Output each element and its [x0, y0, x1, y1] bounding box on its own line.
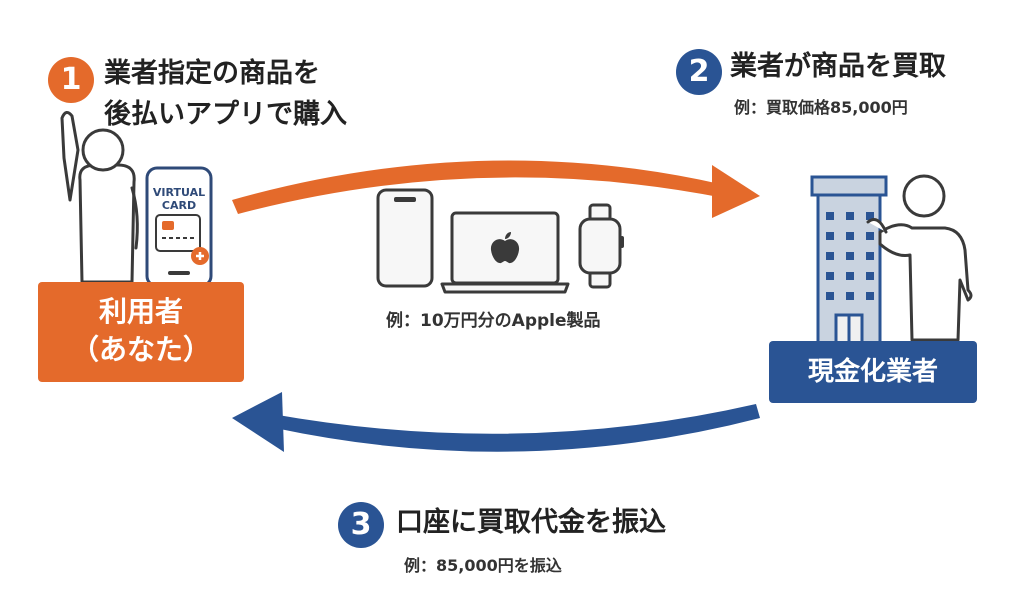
step-3-badge: 3 [338, 502, 384, 548]
payment-flow-arrow [232, 392, 760, 452]
apple-logo-icon [490, 232, 520, 264]
iphone-icon [376, 188, 434, 288]
dealer-person-icon [866, 174, 973, 342]
building-icon [810, 175, 888, 345]
apple-watch-icon [578, 203, 624, 289]
step-2-title: 業者が商品を買取 [730, 51, 946, 82]
smartphone-icon [145, 166, 213, 288]
virtual-card-label: VIRTUAL CARD [147, 186, 211, 212]
step-1-title-line1: 業者指定の商品を [104, 58, 320, 89]
user-label: 利用者 [98, 295, 183, 328]
step-1-badge: 1 [48, 57, 94, 103]
step-2-badge: 2 [676, 49, 722, 95]
products-note: 例：10万円分のApple製品 [386, 311, 601, 331]
dealer-label: 現金化業者 [807, 357, 938, 387]
purchase-flow-arrow [232, 160, 760, 218]
virtual-card-line2: CARD [161, 199, 197, 212]
macbook-icon [440, 211, 570, 294]
dealer-box: 現金化業者 [769, 341, 977, 403]
virtual-card-line1: VIRTUAL [152, 186, 206, 199]
step-3-note: 例：85,000円を振込 [404, 556, 562, 575]
user-person-icon [60, 111, 139, 292]
user-box: 利用者 （あなた） [38, 282, 244, 382]
step-3-title: 口座に買取代金を振込 [396, 507, 666, 538]
step-2-note: 例：買取価格85,000円 [734, 98, 908, 117]
user-sublabel: （あなた） [70, 333, 211, 366]
step-1-title-line2: 後払いアプリで購入 [104, 99, 347, 130]
